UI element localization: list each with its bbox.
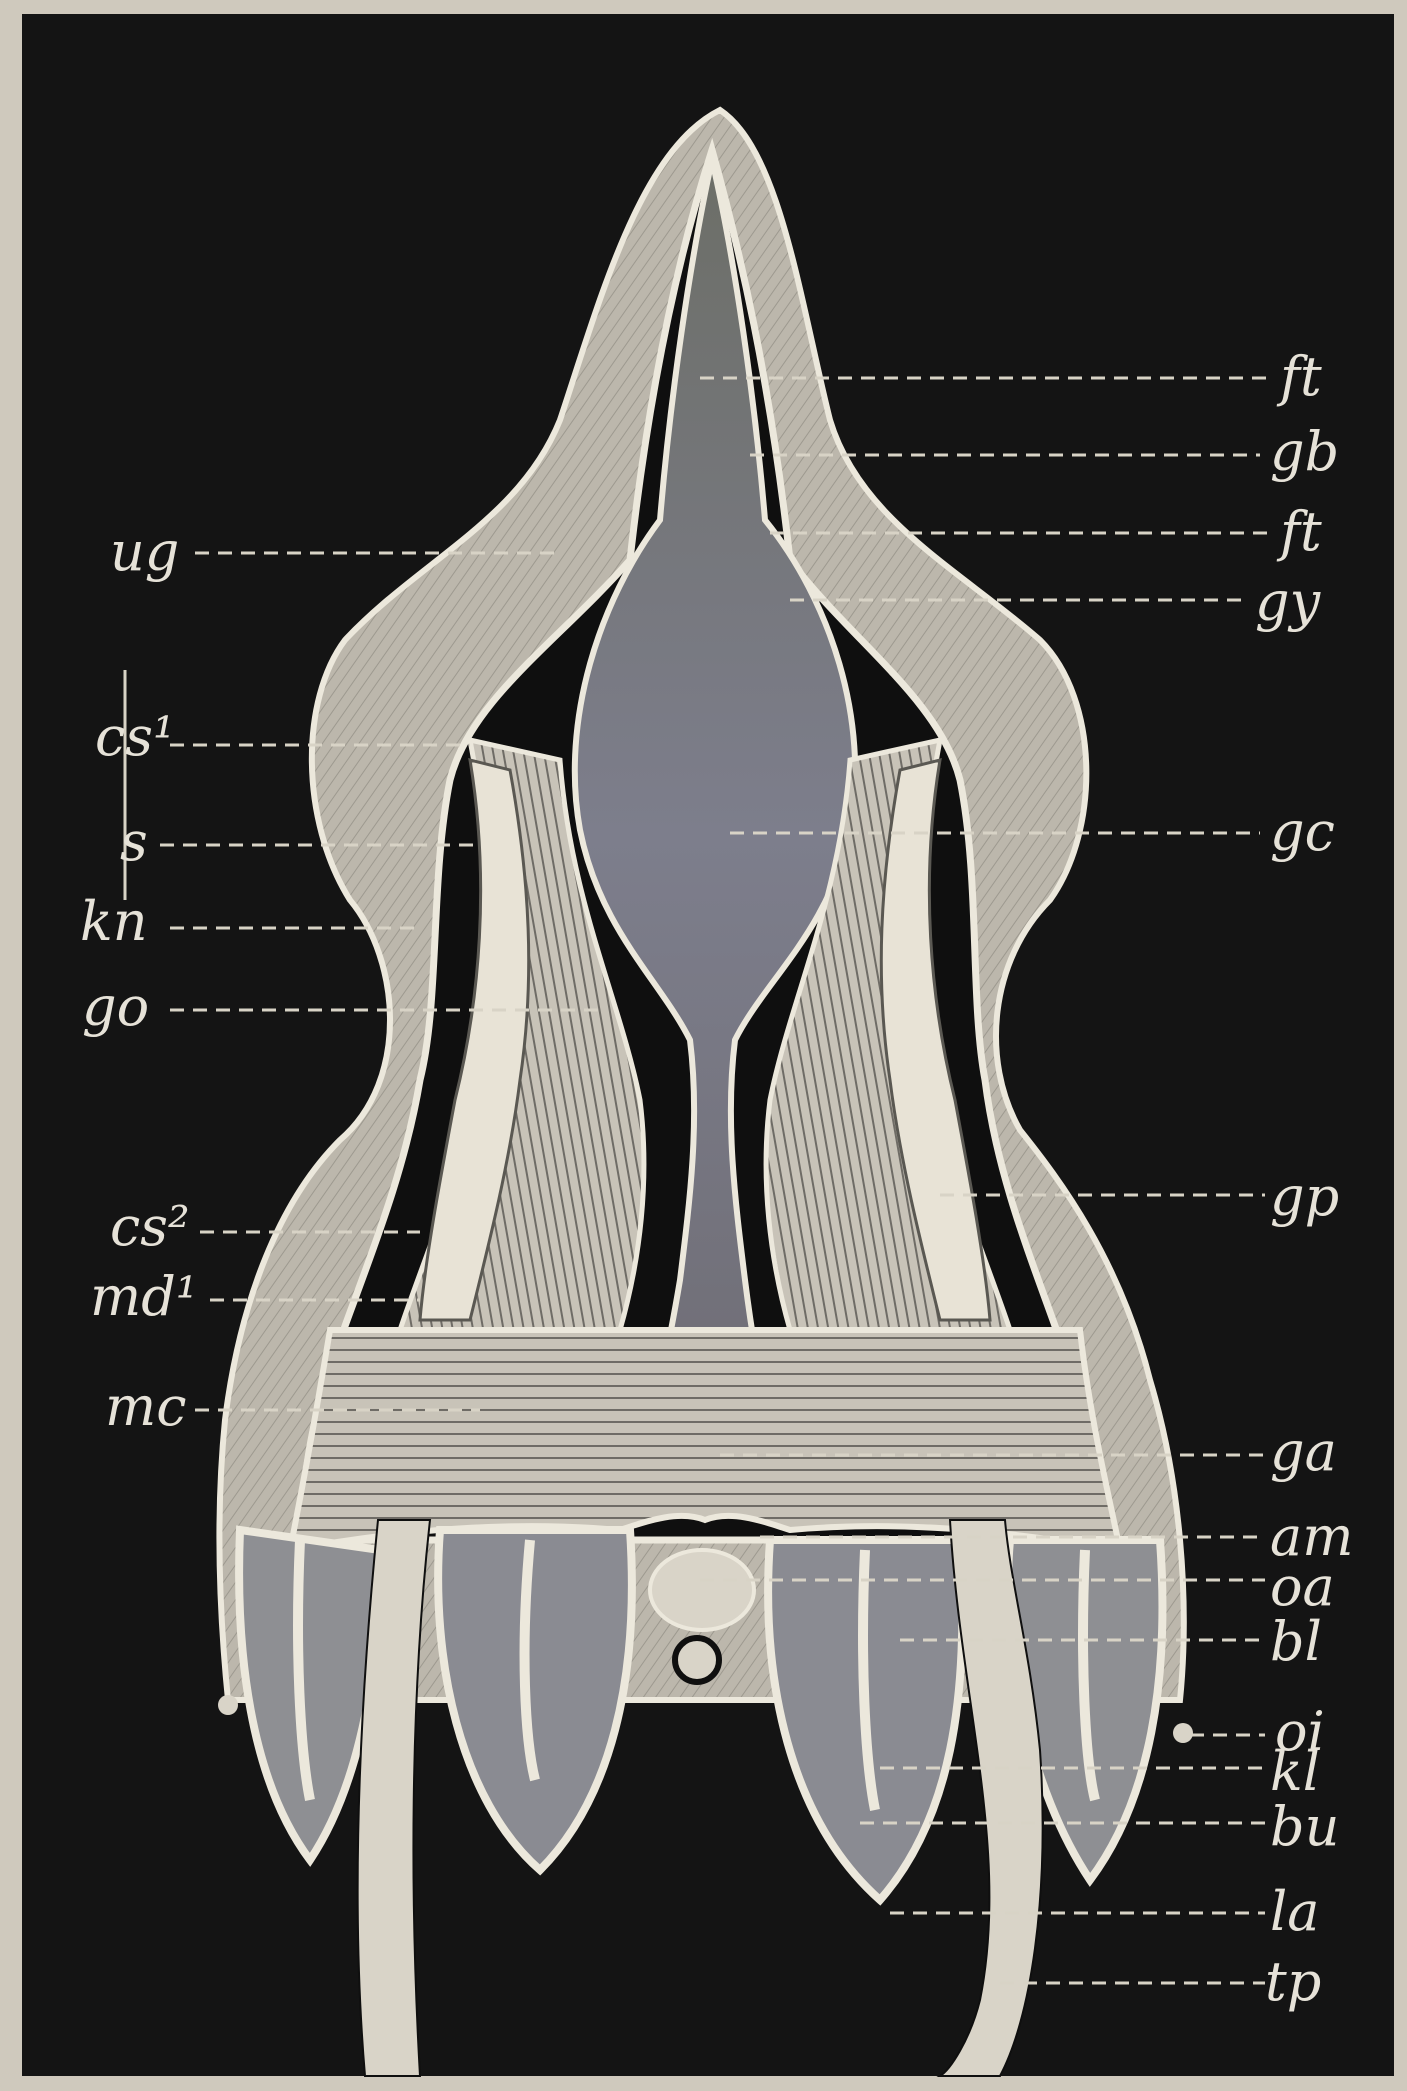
central-knob xyxy=(650,1550,754,1630)
label-gc: gc xyxy=(1270,800,1335,863)
label-gy: gy xyxy=(1255,570,1322,633)
label-go: go xyxy=(82,975,149,1038)
left-sphere xyxy=(218,1695,238,1715)
label-la: la xyxy=(1270,1880,1319,1943)
label-cs1: cs¹ xyxy=(95,705,175,768)
label-gb: gb xyxy=(1270,420,1339,483)
label-kl: kl xyxy=(1270,1740,1320,1803)
label-md1: md¹ xyxy=(90,1265,197,1328)
label-ft-1: ft xyxy=(1276,345,1322,408)
label-ga: ga xyxy=(1270,1420,1337,1483)
small-ring xyxy=(675,1638,719,1682)
label-ft-2: ft xyxy=(1276,500,1322,563)
label-kn: kn xyxy=(80,890,148,953)
label-mc: mc xyxy=(105,1375,186,1438)
muscle-cuff xyxy=(290,1330,1120,1550)
label-ug: ug xyxy=(110,520,179,583)
right-sphere xyxy=(1173,1723,1193,1743)
label-bu: bu xyxy=(1270,1795,1339,1858)
label-cs2: cs² xyxy=(110,1195,190,1258)
label-tp: tp xyxy=(1265,1950,1321,2013)
label-bl: bl xyxy=(1270,1610,1322,1673)
label-oa: oa xyxy=(1270,1555,1335,1618)
label-s: s xyxy=(120,810,148,873)
label-gp: gp xyxy=(1270,1165,1339,1228)
